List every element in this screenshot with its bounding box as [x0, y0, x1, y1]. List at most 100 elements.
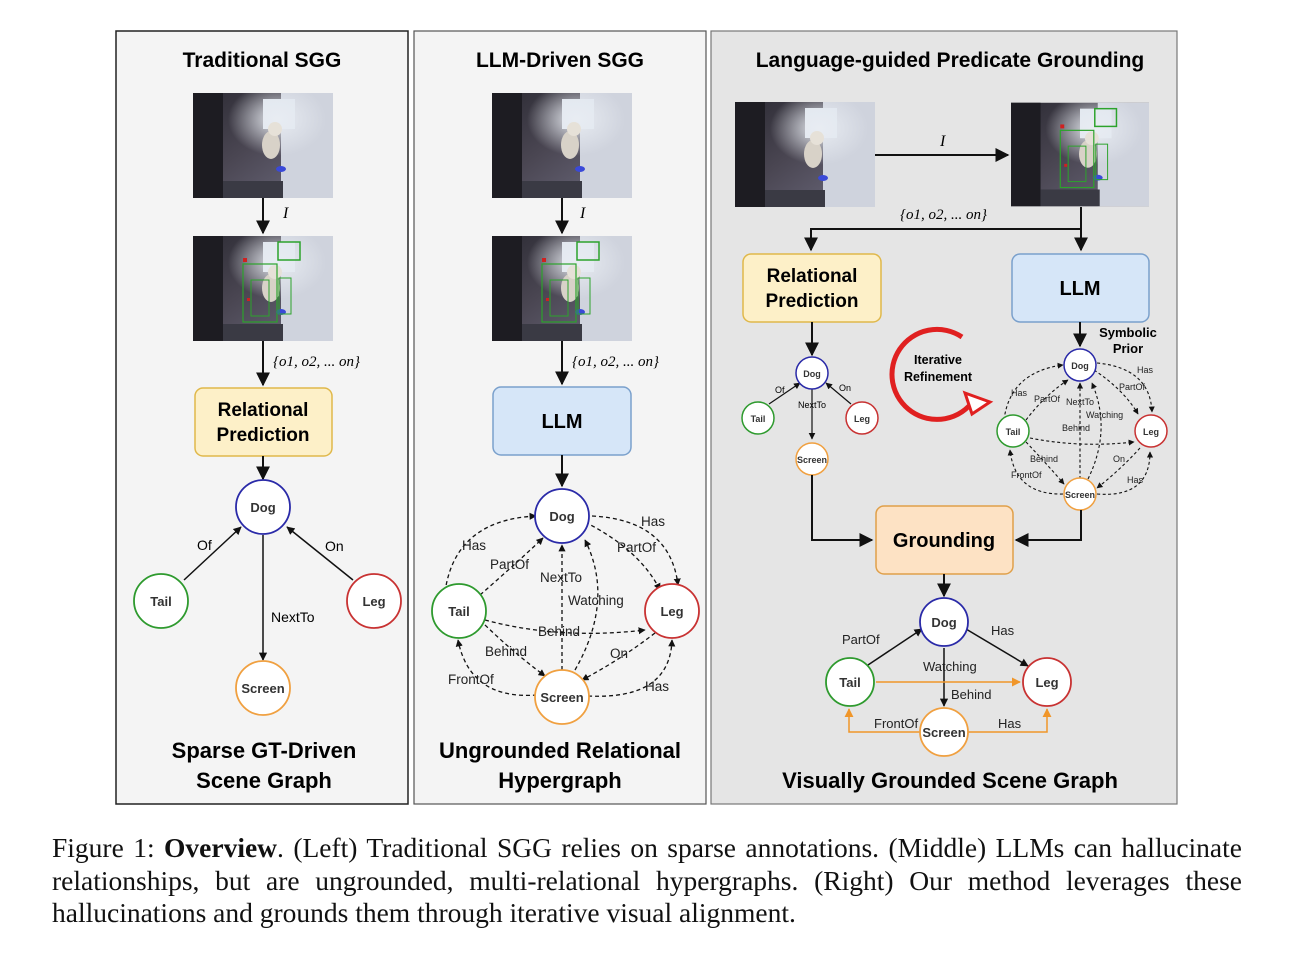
relational-prediction-line2: Prediction [217, 425, 310, 446]
final-node-dog [919, 597, 969, 647]
prior-edge-nextto: NextTo [1066, 397, 1094, 407]
edge-nextto: NextTo [271, 609, 315, 625]
panel-middle: LLM-Driven SGG I {o1, o2, ... on} LLM Ha… [413, 30, 707, 805]
final-node-tail-label: Tail [839, 675, 860, 690]
prior-node-tail-label: Tail [1006, 427, 1021, 437]
edge-nextto: NextTo [540, 570, 582, 585]
final-node-leg [1022, 657, 1072, 707]
small-node-dog [795, 356, 829, 390]
small-edge-on: On [839, 383, 851, 393]
label-objects: {o1, o2, ... on} [572, 354, 659, 370]
prior-node-dog [1063, 348, 1097, 382]
grounding-box-label: Grounding [893, 530, 995, 552]
final-node-leg-label: Leg [1035, 675, 1058, 690]
node-leg [644, 583, 700, 639]
prior-edge-partof-1: PartOf [1034, 394, 1061, 404]
node-tail [133, 573, 189, 629]
final-edge-behind: Behind [951, 687, 991, 702]
prior-node-leg-label: Leg [1143, 427, 1159, 437]
final-node-tail [825, 657, 875, 707]
symbolic-prior-line1: Symbolic [1099, 325, 1157, 340]
panel-right-footer: Visually Grounded Scene Graph [782, 768, 1118, 793]
final-edge-has-1: Has [991, 623, 1015, 638]
caption-prefix: Figure 1: [52, 832, 165, 863]
llm-box-label: LLM [541, 411, 582, 433]
node-screen [235, 660, 291, 716]
input-image [735, 102, 875, 207]
final-edge-frontof: FrontOf [874, 716, 918, 731]
iterative-line1: Iterative [914, 353, 962, 367]
final-node-screen-label: Screen [922, 725, 965, 740]
node-screen-label: Screen [241, 681, 284, 696]
panel-left: Traditional SGG I {o1, o2, ... on} Relat… [115, 30, 409, 805]
relational-prediction-line2: Prediction [766, 291, 859, 312]
node-dog [235, 479, 291, 535]
label-objects: {o1, o2, ... on} [273, 354, 360, 370]
prior-edge-on: On [1113, 454, 1125, 464]
caption-text: . (Left) Traditional SGG relies on spars… [52, 832, 1242, 928]
node-tail-label: Tail [150, 594, 171, 609]
node-dog-label: Dog [549, 509, 574, 524]
detected-image [492, 236, 632, 341]
node-tail-label: Tail [448, 604, 469, 619]
prior-node-leg [1134, 414, 1168, 448]
edge-frontof: FrontOf [448, 672, 494, 687]
prior-edge-has-1: Has [1011, 388, 1028, 398]
small-node-leg-label: Leg [854, 414, 870, 424]
refinement-loop-icon [889, 326, 977, 422]
edge-of: Of [197, 537, 212, 553]
label-objects: {o1, o2, ... on} [900, 207, 987, 223]
node-leg [346, 573, 402, 629]
relational-prediction-line1: Relational [218, 400, 309, 421]
panel-left-footer-line1: Sparse GT-Driven [172, 738, 357, 763]
node-dog-label: Dog [250, 500, 275, 515]
prior-edge-behind-1: Behind [1062, 423, 1090, 433]
prior-edge-frontof: FrontOf [1011, 470, 1042, 480]
panel-right: Language-guided Predicate Grounding I {o… [710, 30, 1178, 805]
node-screen [534, 669, 590, 725]
node-dog [534, 488, 590, 544]
prior-node-screen-label: Screen [1065, 490, 1095, 500]
prior-edge-watching: Watching [1086, 410, 1123, 420]
node-screen-label: Screen [540, 690, 583, 705]
node-leg-label: Leg [660, 604, 683, 619]
caption-bold: Overview [164, 832, 278, 863]
edge-behind-2: Behind [485, 644, 527, 659]
edge-partof-2: PartOf [617, 540, 656, 555]
edge-behind-1: Behind [538, 624, 580, 639]
input-image [193, 93, 333, 198]
panel-middle-footer-line1: Ungrounded Relational [439, 738, 681, 763]
small-edge-nextto: NextTo [798, 400, 826, 410]
relational-prediction-line1: Relational [767, 266, 858, 287]
small-node-tail-label: Tail [751, 414, 766, 424]
prior-edge-has-2: Has [1137, 365, 1154, 375]
edge-watching: Watching [568, 593, 624, 608]
symbolic-prior-line2: Prior [1113, 341, 1143, 356]
node-leg-label: Leg [362, 594, 385, 609]
final-node-screen [919, 707, 969, 757]
small-edge-of: Of [775, 385, 785, 395]
small-node-tail [741, 401, 775, 435]
small-node-screen-label: Screen [797, 455, 827, 465]
panel-right-title: Language-guided Predicate Grounding [756, 49, 1145, 72]
edge-partof-1: PartOf [490, 557, 529, 572]
small-node-leg [845, 401, 879, 435]
edge-has-1: Has [462, 538, 486, 553]
prior-edge-partof-2: PartOf [1119, 382, 1146, 392]
input-image [492, 93, 632, 198]
final-edge-watching: Watching [923, 659, 977, 674]
node-tail [431, 583, 487, 639]
prior-node-dog-label: Dog [1071, 361, 1089, 371]
panel-left-footer-line2: Scene Graph [196, 768, 332, 793]
edge-on: On [610, 646, 628, 661]
edge-has-3: Has [645, 679, 669, 694]
prior-edge-behind-2: Behind [1030, 454, 1058, 464]
iterative-line2: Refinement [904, 370, 973, 384]
prior-edge-has-3: Has [1127, 475, 1144, 485]
detected-image [1011, 102, 1149, 207]
final-edge-has-2: Has [998, 716, 1022, 731]
panel-middle-title: LLM-Driven SGG [476, 49, 644, 72]
prior-node-tail [996, 414, 1030, 448]
panel-left-title: Traditional SGG [183, 49, 342, 72]
